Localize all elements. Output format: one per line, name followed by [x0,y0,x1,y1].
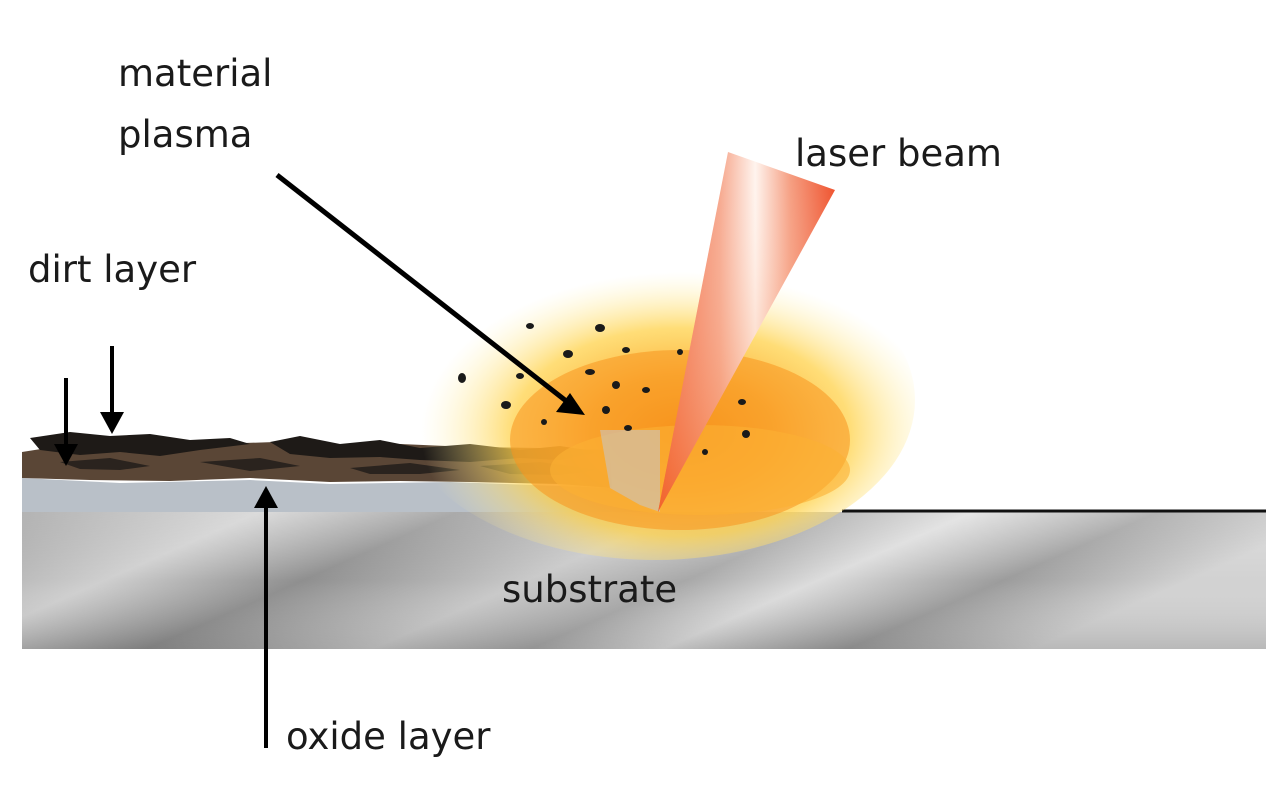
material-plasma-label-line2: plasma [118,113,253,156]
oxide-layer-arrow [254,486,278,748]
substrate-label: substrate [502,568,678,611]
dirt-layer-label: dirt layer [28,248,197,291]
dirt-layer-arrow-left [54,378,78,466]
laser-beam [658,152,835,512]
material-plasma-label-line1: material [118,52,273,95]
laser-beam-label: laser beam [795,132,1002,175]
dirt-layer-arrow-right [100,346,124,434]
oxide-layer-label: oxide layer [286,715,491,758]
material-plasma-arrow [275,173,585,415]
debris-particles [458,323,750,455]
material-plasma-cloud [395,240,915,560]
